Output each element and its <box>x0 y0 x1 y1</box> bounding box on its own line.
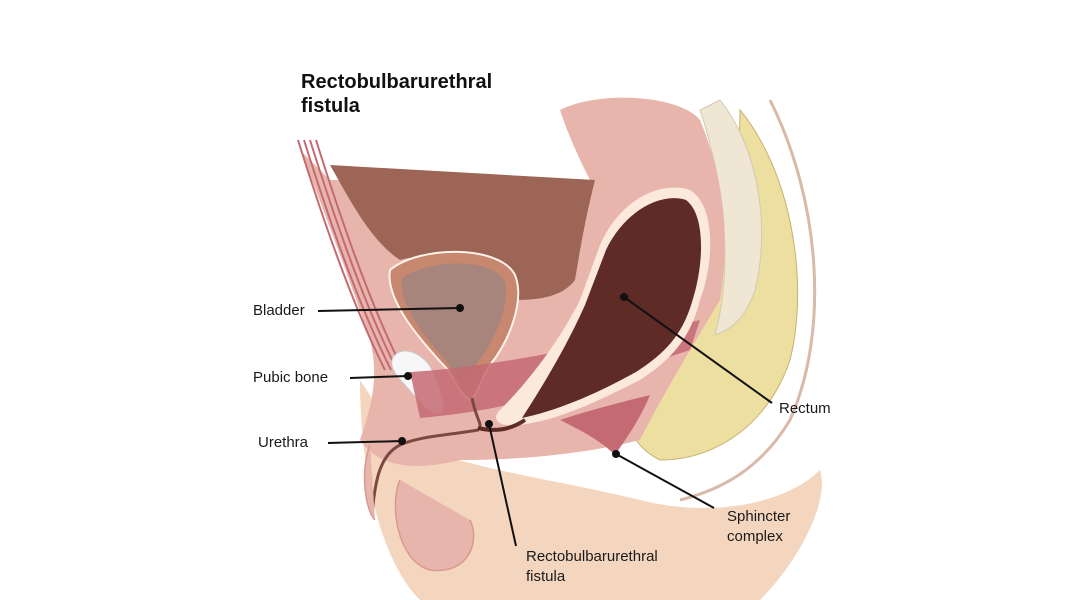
urethra-leader <box>327 440 403 444</box>
pubic-bone-leader <box>349 375 409 379</box>
lower-body-skin <box>360 380 822 600</box>
fistula-leader <box>488 423 517 547</box>
genitals <box>363 444 475 572</box>
sphincter-line-2: complex <box>727 528 783 545</box>
fistula-tract <box>477 418 527 432</box>
title-line-2: fistula <box>301 95 360 117</box>
label-pubic-bone: Pubic bone <box>253 369 329 386</box>
bladder-leader <box>317 307 461 312</box>
back-skin-line <box>679 99 817 502</box>
label-urethra: Urethra <box>258 434 309 451</box>
rectum-lumen <box>522 198 702 418</box>
abdominal-muscle <box>297 139 404 371</box>
label-rectum: Rectum <box>779 400 831 417</box>
label-bladder: Bladder <box>253 302 305 319</box>
fistula-line-1: Rectobulbarurethral <box>526 548 658 565</box>
sphincter-complex <box>560 395 650 455</box>
rectum-leader <box>623 296 773 404</box>
diagram-title: Rectobulbarurethral fistula <box>301 70 492 118</box>
fistula-line-2: fistula <box>526 568 566 585</box>
urethra <box>370 397 482 516</box>
label-sphincter-complex: Sphincter complex <box>727 507 790 547</box>
bladder-lumen <box>401 263 506 388</box>
title-line-1: Rectobulbarurethral <box>301 71 493 93</box>
abdominal-cavity <box>330 165 595 300</box>
sphincter-leader <box>615 453 715 509</box>
leader-lines <box>317 293 773 547</box>
sphincter-line-1: Sphincter <box>727 508 791 525</box>
label-fistula: Rectobulbarurethral fistula <box>526 547 658 587</box>
